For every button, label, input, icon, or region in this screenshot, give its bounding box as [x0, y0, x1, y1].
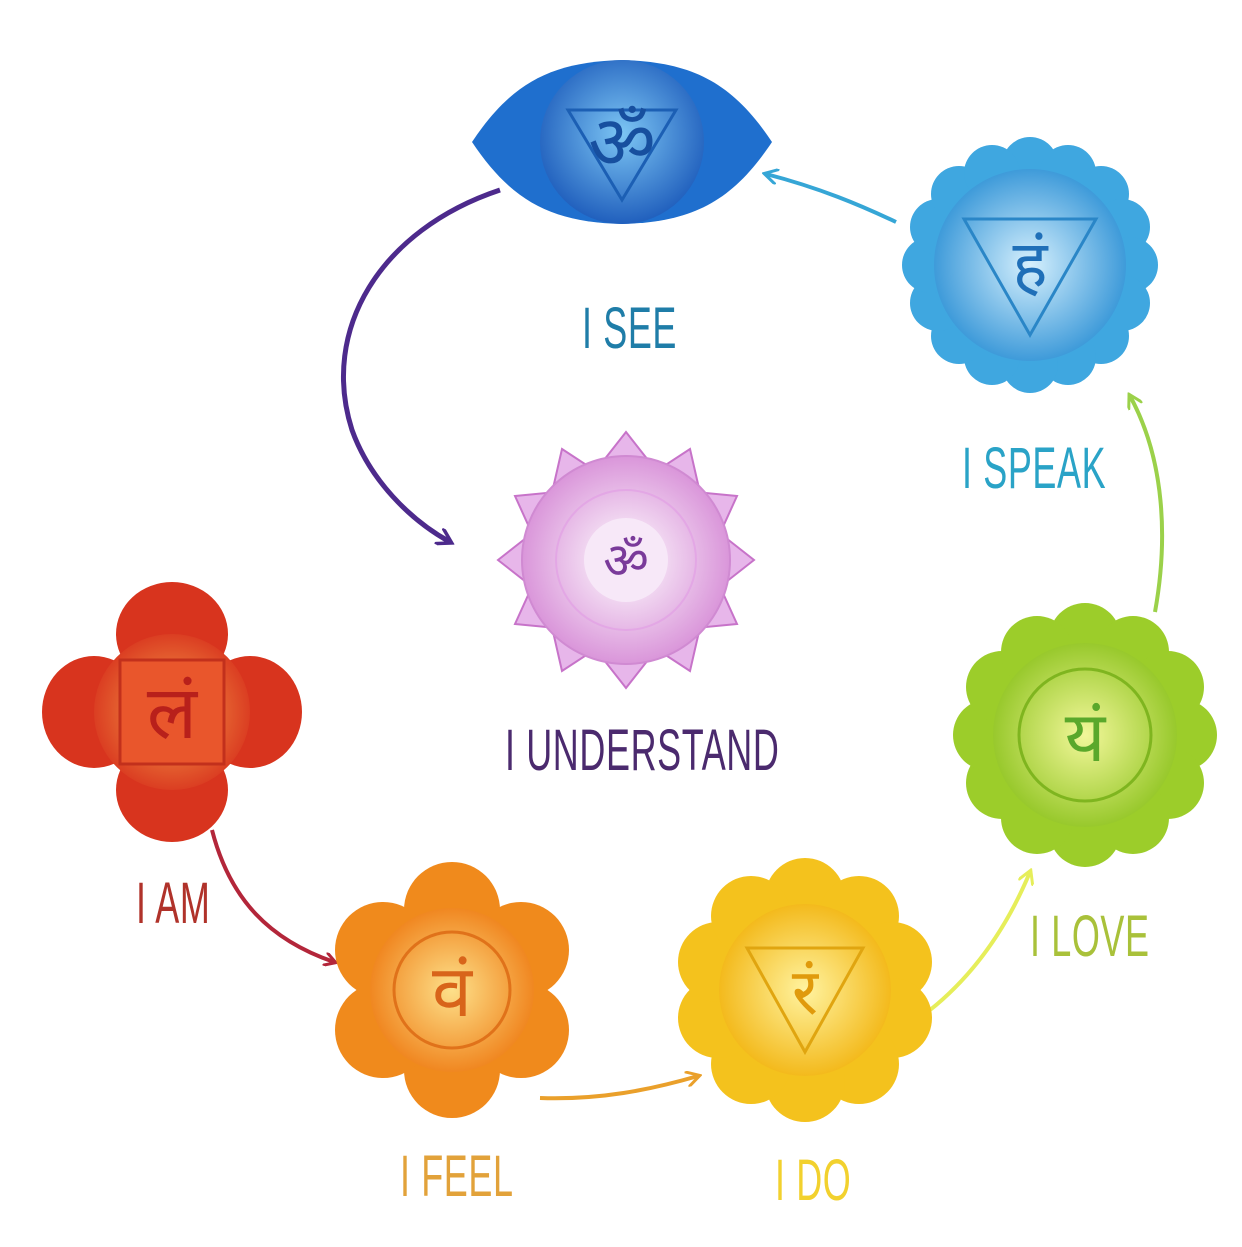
arrow-thirdeye-to-crown	[341, 187, 501, 542]
label-heart: I LOVE	[1030, 904, 1150, 969]
heart-chakra-icon: यं	[953, 603, 1217, 867]
label-throat: I SPEAK	[962, 436, 1107, 501]
arrow-heart-to-throat	[1130, 396, 1165, 613]
third-eye-chakra-icon: ॐ	[472, 60, 772, 224]
arrow-root-to-sacral	[210, 829, 334, 962]
svg-text:हं: हं	[1012, 226, 1048, 303]
sacral-chakra-icon: वं	[335, 862, 569, 1118]
arrow-throat-to-thirdeye	[766, 174, 897, 224]
arrow-sacral-to-solar	[539, 1076, 698, 1101]
crown-chakra-icon: ॐ	[496, 430, 756, 690]
svg-text:ॐ: ॐ	[588, 100, 656, 186]
svg-text:रं: रं	[792, 956, 820, 1030]
svg-text:वं: वं	[432, 949, 474, 1033]
solar-plexus-chakra-icon: रं	[678, 858, 932, 1122]
svg-text:यं: यं	[1065, 696, 1107, 778]
svg-text:लं: लं	[147, 670, 199, 756]
label-crown: I UNDERSTAND	[505, 718, 780, 783]
svg-text:ॐ: ॐ	[603, 532, 649, 590]
label-root: I AM	[136, 871, 211, 936]
throat-chakra-icon: हं	[902, 137, 1158, 393]
label-solar-plexus: I DO	[775, 1148, 852, 1213]
label-third-eye: I SEE	[582, 296, 678, 361]
arrow-solar-to-heart	[928, 872, 1030, 1012]
root-chakra-icon: लं	[42, 582, 302, 842]
label-sacral: I FEEL	[400, 1144, 514, 1209]
